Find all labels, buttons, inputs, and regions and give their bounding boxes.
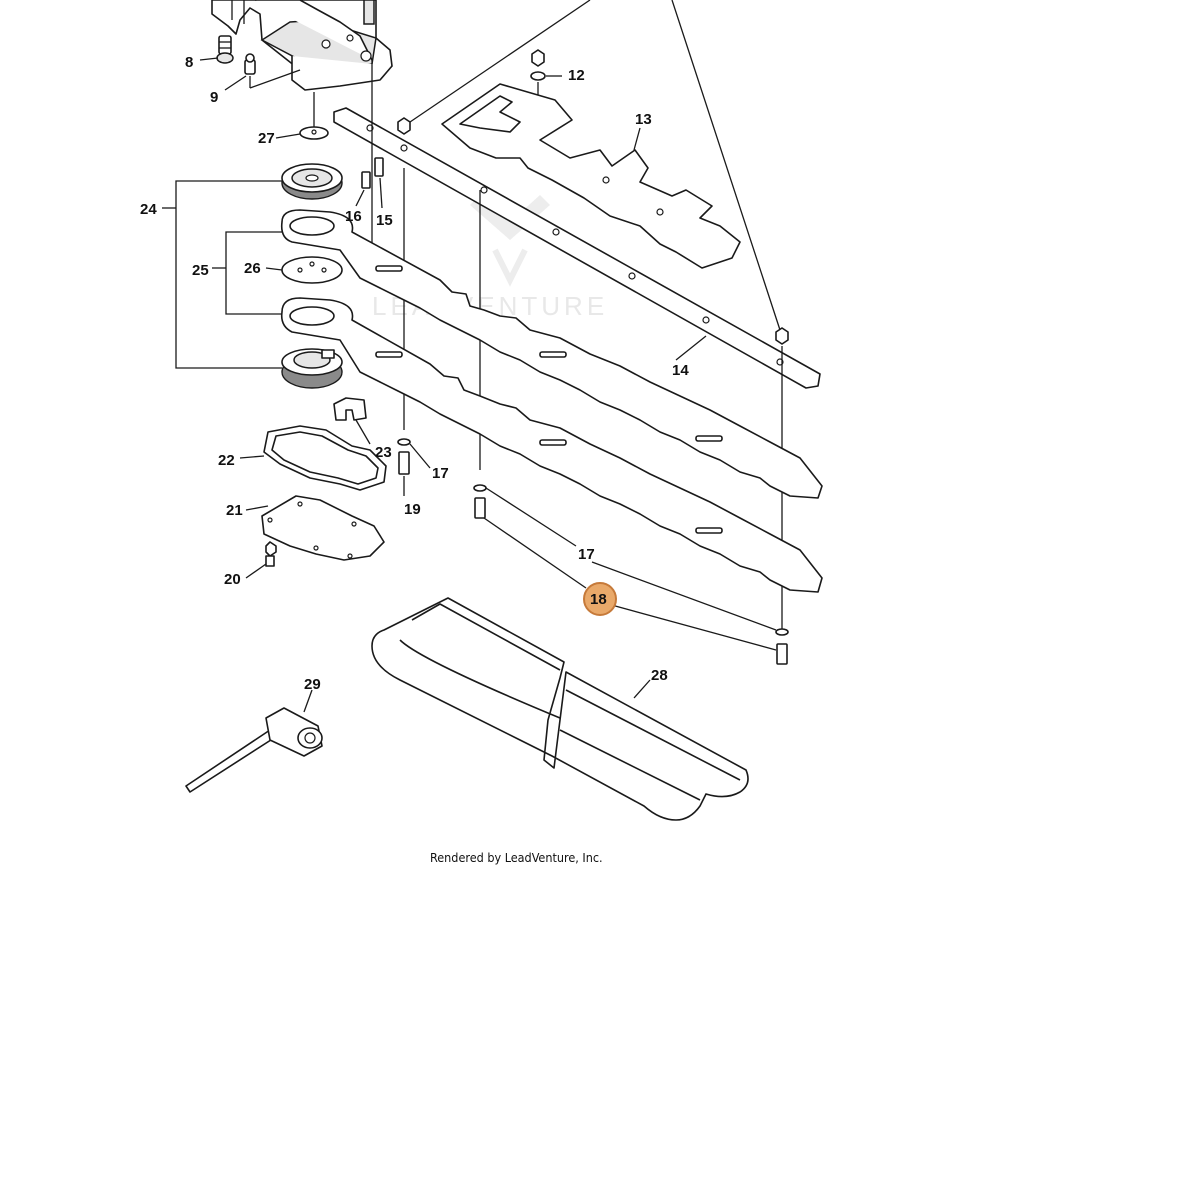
callout-21[interactable]: 21: [226, 502, 243, 519]
credit-text: Rendered by LeadVenture, Inc.: [430, 850, 603, 865]
gasket-22[interactable]: [239, 425, 387, 491]
callout-19[interactable]: 19: [404, 501, 421, 518]
blade-25-upper[interactable]: [280, 209, 823, 499]
callout-23[interactable]: 23: [375, 444, 392, 461]
blade-25-lower[interactable]: [280, 297, 823, 593]
clip-23[interactable]: [333, 397, 371, 445]
gear-24-lower[interactable]: [281, 348, 343, 389]
callout-17-lower[interactable]: 17: [578, 546, 595, 563]
disc-26[interactable]: [265, 256, 343, 284]
callout-25[interactable]: 25: [192, 262, 209, 279]
bolt-8[interactable]: [199, 35, 234, 64]
washer-17-upper[interactable]: [397, 438, 431, 469]
washer-17-lower-center[interactable]: [473, 484, 577, 547]
bolt-18-center[interactable]: [474, 497, 587, 589]
callout-16[interactable]: 16: [345, 208, 362, 225]
callout-8[interactable]: 8: [185, 54, 193, 71]
callout-27[interactable]: 27: [258, 130, 275, 147]
gear-24-upper[interactable]: [281, 163, 343, 200]
nut-left: [397, 117, 411, 135]
callout-24[interactable]: 24: [140, 201, 157, 218]
blade-sheath-28[interactable]: [371, 597, 749, 821]
guard-plate-13[interactable]: [441, 83, 741, 269]
screw-20[interactable]: [245, 541, 277, 579]
bracket-25: [212, 231, 282, 315]
grease-fitting-9[interactable]: [224, 53, 301, 91]
callout-26[interactable]: 26: [244, 260, 261, 277]
callout-18[interactable]: 18: [590, 591, 607, 608]
bolt-19[interactable]: [398, 451, 410, 496]
washer-27[interactable]: [275, 126, 329, 140]
callout-14[interactable]: 14: [672, 362, 689, 379]
callout-20[interactable]: 20: [224, 571, 241, 588]
tool-29[interactable]: [185, 689, 323, 793]
bolt-16[interactable]: [355, 171, 371, 207]
callout-12[interactable]: 12: [568, 67, 585, 84]
cover-21[interactable]: [245, 495, 385, 561]
gearbox-housing[interactable]: [211, 0, 393, 91]
callout-15[interactable]: 15: [376, 212, 393, 229]
bolt-18-right[interactable]: [776, 643, 788, 665]
nut-right: [775, 327, 789, 345]
callout-28[interactable]: 28: [651, 667, 668, 684]
callout-9[interactable]: 9: [210, 89, 218, 106]
bolt-15[interactable]: [374, 157, 384, 209]
bar-14[interactable]: [333, 107, 821, 389]
highlighted-callout-ring: [583, 582, 617, 616]
bracket-24: [162, 180, 282, 369]
callout-22[interactable]: 22: [218, 452, 235, 469]
callout-17-upper[interactable]: 17: [432, 465, 449, 482]
callout-labels: 8 9 12 13 27 24 16 15 25 26 14 23 22 17 …: [140, 54, 689, 693]
callout-13[interactable]: 13: [635, 111, 652, 128]
callout-29[interactable]: 29: [304, 676, 321, 693]
washer-17-right[interactable]: [775, 628, 789, 636]
